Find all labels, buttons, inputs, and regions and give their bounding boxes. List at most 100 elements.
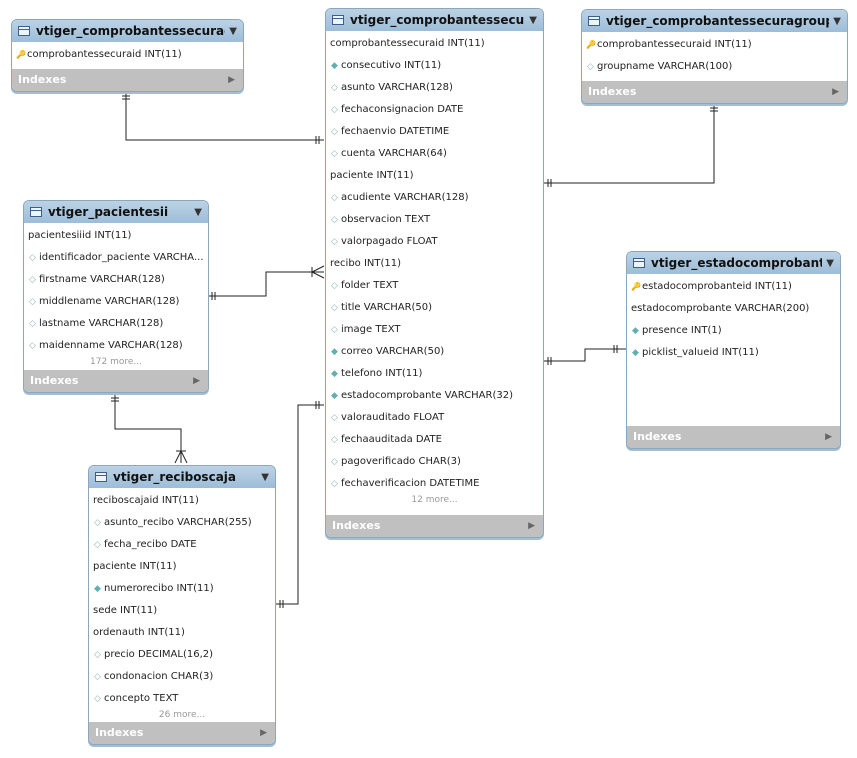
table-comprobantessecuracf[interactable]: vtiger_comprobantessecuracf▼🔑comprobante… bbox=[11, 19, 244, 92]
diamond-icon: ◇ bbox=[94, 540, 101, 550]
column-row[interactable]: ◇identificador_paciente VARCHA... bbox=[24, 247, 208, 269]
column-row[interactable]: ◇lastname VARCHAR(128) bbox=[24, 313, 208, 335]
column-row[interactable]: ◇valorauditado FLOAT bbox=[326, 407, 543, 429]
diamond-icon: ◇ bbox=[331, 281, 338, 291]
filled-diamond-icon: ◆ bbox=[331, 391, 338, 401]
column-label: asunto VARCHAR(128) bbox=[341, 82, 453, 93]
column-row[interactable]: 🔑estadocomprobanteid INT(11) bbox=[627, 276, 840, 298]
expand-arrow-icon[interactable]: ▶ bbox=[825, 432, 832, 442]
column-row[interactable]: ◇fechaverificacion DATETIME bbox=[326, 473, 543, 495]
more-columns-label[interactable]: 172 more... bbox=[90, 357, 142, 367]
column-row[interactable]: ◇fechaauditada DATE bbox=[326, 429, 543, 451]
column-row[interactable]: ◇maidenname VARCHAR(128) bbox=[24, 335, 208, 357]
indexes-bar[interactable]: Indexes▶ bbox=[89, 722, 275, 744]
chevron-down-icon[interactable]: ▼ bbox=[826, 257, 834, 269]
column-label: title VARCHAR(50) bbox=[341, 302, 433, 313]
column-row[interactable]: ◇groupname VARCHAR(100) bbox=[582, 56, 847, 78]
column-row[interactable]: ◇fechaconsignacion DATE bbox=[326, 99, 543, 121]
chevron-down-icon[interactable]: ▼ bbox=[194, 206, 202, 218]
column-row[interactable]: ◇fechaenvio DATETIME bbox=[326, 121, 543, 143]
column-row[interactable]: ◇title VARCHAR(50) bbox=[326, 297, 543, 319]
diamond-icon: ◇ bbox=[331, 303, 338, 313]
column-row[interactable]: ◆picklist_valueid INT(11) bbox=[627, 342, 840, 364]
diamond-icon: ◇ bbox=[29, 297, 36, 307]
table-comprobantessecura[interactable]: vtiger_comprobantessecura▼comprobantesse… bbox=[325, 8, 544, 538]
indexes-bar[interactable]: Indexes▶ bbox=[12, 69, 243, 91]
column-row[interactable]: ◇valorpagado FLOAT bbox=[326, 231, 543, 253]
expand-arrow-icon[interactable]: ▶ bbox=[193, 376, 200, 386]
column-row[interactable]: recibo INT(11) bbox=[326, 253, 543, 275]
table-reciboscaja[interactable]: vtiger_reciboscaja▼reciboscajaid INT(11)… bbox=[88, 465, 276, 745]
column-label: folder TEXT bbox=[341, 280, 399, 291]
table-comprobantessecuragroup[interactable]: vtiger_comprobantessecuragroup...▼🔑compr… bbox=[581, 9, 848, 104]
expand-arrow-icon[interactable]: ▶ bbox=[832, 87, 839, 97]
diamond-icon: ◇ bbox=[331, 435, 338, 445]
column-list: comprobantessecuraid INT(11)◆consecutivo… bbox=[326, 31, 543, 495]
diamond-icon: ◇ bbox=[331, 193, 338, 203]
table-pacientesii[interactable]: vtiger_pacientesii ▼ pacientesiiid INT(11)… bbox=[23, 200, 209, 393]
column-row[interactable]: sede INT(11) bbox=[89, 600, 275, 622]
column-row[interactable]: ◆correo VARCHAR(50) bbox=[326, 341, 543, 363]
column-label: picklist_valueid INT(11) bbox=[642, 347, 759, 358]
column-row[interactable]: ◇pagoverificado CHAR(3) bbox=[326, 451, 543, 473]
column-row[interactable]: ◇firstname VARCHAR(128) bbox=[24, 269, 208, 291]
column-row[interactable]: ◇folder TEXT bbox=[326, 275, 543, 297]
column-row[interactable]: ◇fecha_recibo DATE bbox=[89, 534, 275, 556]
table-name: vtiger_comprobantessecuragroup... bbox=[606, 14, 830, 28]
column-row[interactable]: ◇asunto VARCHAR(128) bbox=[326, 77, 543, 99]
column-label: image TEXT bbox=[341, 324, 401, 335]
expand-arrow-icon[interactable]: ▶ bbox=[228, 75, 235, 85]
table-header[interactable]: vtiger_comprobantessecuragroup...▼ bbox=[582, 10, 847, 32]
column-row[interactable]: reciboscajaid INT(11) bbox=[89, 490, 275, 512]
column-row[interactable]: ◆consecutivo INT(11) bbox=[326, 55, 543, 77]
indexes-bar[interactable]: Indexes▶ bbox=[24, 370, 208, 392]
more-columns-label[interactable]: 12 more... bbox=[411, 495, 458, 505]
table-name: vtiger_pacientesii bbox=[48, 205, 169, 219]
table-header[interactable]: vtiger_comprobantessecuracf▼ bbox=[12, 20, 243, 42]
column-row[interactable]: ◇middlename VARCHAR(128) bbox=[24, 291, 208, 313]
column-row[interactable]: 🔑comprobantessecuraid INT(11) bbox=[12, 44, 243, 66]
column-label: ordenauth INT(11) bbox=[93, 627, 185, 638]
column-label: pacientesiiid INT(11) bbox=[28, 230, 132, 241]
column-row[interactable]: ◆numerorecibo INT(11) bbox=[89, 578, 275, 600]
column-row[interactable]: ◇condonacion CHAR(3) bbox=[89, 666, 275, 688]
column-row[interactable]: ◇cuenta VARCHAR(64) bbox=[326, 143, 543, 165]
column-row[interactable]: ◆presence INT(1) bbox=[627, 320, 840, 342]
table-header[interactable]: vtiger_estadocomprobante▼ bbox=[627, 252, 840, 274]
chevron-down-icon[interactable]: ▼ bbox=[261, 471, 269, 483]
column-row[interactable]: ◇acudiente VARCHAR(128) bbox=[326, 187, 543, 209]
column-row[interactable]: ◇observacion TEXT bbox=[326, 209, 543, 231]
table-name: vtiger_comprobantessecuracf bbox=[36, 24, 226, 38]
column-row[interactable]: ◇precio DECIMAL(16,2) bbox=[89, 644, 275, 666]
column-row[interactable]: pacientesiiid INT(11) bbox=[24, 225, 208, 247]
column-row[interactable]: ◆estadocomprobante VARCHAR(32) bbox=[326, 385, 543, 407]
indexes-bar[interactable]: Indexes▶ bbox=[326, 515, 543, 537]
chevron-down-icon[interactable]: ▼ bbox=[229, 25, 237, 37]
expand-arrow-icon[interactable]: ▶ bbox=[260, 728, 267, 738]
chevron-down-icon[interactable]: ▼ bbox=[529, 14, 537, 26]
chevron-down-icon[interactable]: ▼ bbox=[833, 15, 841, 27]
table-estadocomprobante[interactable]: vtiger_estadocomprobante▼🔑estadocomproba… bbox=[626, 251, 841, 449]
diamond-icon: ◇ bbox=[94, 672, 101, 682]
column-row[interactable]: comprobantessecuraid INT(11) bbox=[326, 33, 543, 55]
column-label: paciente INT(11) bbox=[93, 561, 177, 572]
more-columns-label[interactable]: 26 more... bbox=[158, 710, 206, 720]
column-row[interactable]: ordenauth INT(11) bbox=[89, 622, 275, 644]
column-row[interactable]: estadocomprobante VARCHAR(200) bbox=[627, 298, 840, 320]
diamond-icon: ◇ bbox=[29, 275, 36, 285]
column-row[interactable]: 🔑comprobantessecuraid INT(11) bbox=[582, 34, 847, 56]
column-row[interactable]: ◇concepto TEXT bbox=[89, 688, 275, 710]
column-row[interactable]: paciente INT(11) bbox=[326, 165, 543, 187]
column-row[interactable]: ◆telefono INT(11) bbox=[326, 363, 543, 385]
table-header[interactable]: vtiger_reciboscaja▼ bbox=[89, 466, 275, 488]
column-label: numerorecibo INT(11) bbox=[104, 583, 214, 594]
table-header[interactable]: vtiger_comprobantessecura▼ bbox=[326, 9, 543, 31]
table-header[interactable]: vtiger_pacientesii ▼ bbox=[24, 201, 208, 223]
indexes-bar[interactable]: Indexes▶ bbox=[582, 81, 847, 103]
column-row[interactable]: ◇image TEXT bbox=[326, 319, 543, 341]
expand-arrow-icon[interactable]: ▶ bbox=[528, 521, 535, 531]
column-row[interactable]: paciente INT(11) bbox=[89, 556, 275, 578]
indexes-bar[interactable]: Indexes▶ bbox=[627, 426, 840, 448]
column-label: correo VARCHAR(50) bbox=[341, 346, 445, 357]
column-row[interactable]: ◇asunto_recibo VARCHAR(255) bbox=[89, 512, 275, 534]
